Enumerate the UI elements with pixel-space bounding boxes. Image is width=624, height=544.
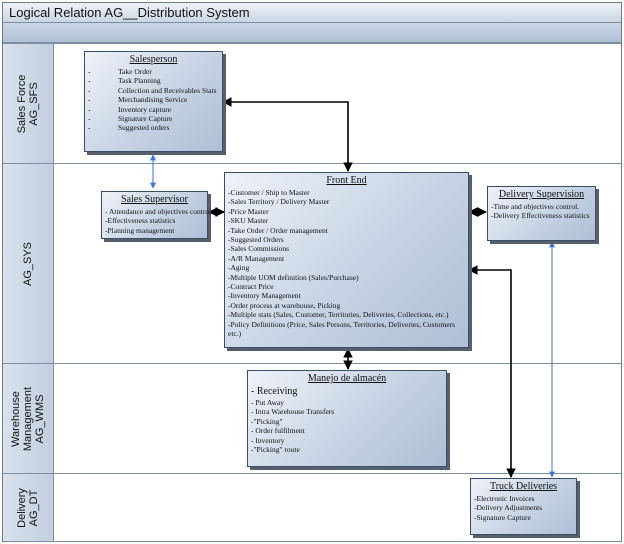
- list-item: -Contract Price: [228, 282, 274, 292]
- list-item: -Collection and Receivables Stats: [88, 85, 217, 95]
- list-item: -Signature Capture: [474, 512, 531, 522]
- list-item: -Delivery Effectiveness statistics: [491, 211, 590, 221]
- list-item: -Inventory Management: [228, 291, 301, 301]
- diagram-title: Logical Relation AG__Distribution System: [9, 5, 250, 20]
- list-item: -Customer / Ship to Master: [228, 188, 310, 197]
- lane-warehouse: Warehouse Management AG_WMS: [3, 363, 621, 473]
- list-item: - Attendance and objectives control.: [105, 207, 214, 216]
- list-item: -SKU Master: [228, 216, 269, 226]
- box-truck-deliveries: Truck Deliveries -Electronic Invoices -D…: [470, 478, 577, 535]
- box-title-salesperson: Salesperson: [129, 54, 178, 65]
- list-item: -Sales Territory / Delivery Master: [228, 197, 330, 207]
- list-item: -Task Planning: [88, 76, 161, 86]
- list-item: -"Picking" route: [251, 445, 300, 455]
- list-item: -Time and objectives control.: [491, 202, 580, 211]
- list-item: -Suggested orders: [88, 123, 170, 133]
- list-item: -Take Order / Order management: [228, 225, 328, 235]
- list-item: -"Picking": [251, 416, 283, 426]
- list-item: -Policy Definitions (Price, Sales Person…: [228, 319, 456, 339]
- list-item: -Planning management: [105, 225, 175, 235]
- box-warehouse: Manejo de almacén - Receiving - Put Away…: [247, 370, 447, 467]
- list-item: -Multiple stats (Sales, Customer, Territ…: [228, 310, 449, 320]
- list-item: - Inventory: [251, 435, 285, 445]
- header-band: [3, 23, 621, 43]
- list-item: -Sales Commissions: [228, 244, 290, 254]
- lane-sales-force: Sales Force AG_SFS: [3, 43, 621, 163]
- list-item: - Order fulfilment: [251, 426, 305, 436]
- box-sales-supervisor: Sales Supervisor - Attendance and object…: [101, 191, 214, 239]
- lane-label-delivery: Delivery AG_DT: [3, 474, 54, 541]
- list-item: -Merchandising Service: [88, 95, 188, 105]
- box-title-front-end: Front End: [326, 175, 367, 186]
- list-item: -Order process at warehouse, Picking: [228, 300, 341, 310]
- lane-label-ag-sys: AG_SYS: [3, 164, 54, 363]
- list-item: -Delivery Adjustments: [474, 503, 543, 513]
- box-title-sales-supervisor: Sales Supervisor: [121, 194, 188, 205]
- list-item: - Receiving: [251, 386, 298, 397]
- list-item: -Multiple UOM definition (Sales/Purchase…: [228, 272, 359, 282]
- list-item: -Take Order: [88, 67, 152, 76]
- list-item: -Aging: [228, 263, 250, 273]
- list-item: - Put Away: [251, 398, 285, 407]
- box-front-end: Front End -Customer / Ship to Master -Sa…: [224, 172, 469, 348]
- lane-ag-sys: AG_SYS: [3, 163, 621, 363]
- list-item: -Signature Capture: [88, 114, 173, 124]
- title-bar: Logical Relation AG__Distribution System: [3, 3, 621, 23]
- list-item: -Inventory capture: [88, 104, 172, 114]
- list-item: -Suggested Orders: [228, 235, 284, 245]
- lane-label-sales-force: Sales Force AG_SFS: [3, 44, 54, 163]
- box-title-warehouse: Manejo de almacén: [307, 373, 387, 384]
- box-salesperson: Salesperson -Take Order -Task Planning -…: [84, 51, 223, 152]
- box-delivery-supervision: Delivery Supervision -Time and objective…: [487, 186, 596, 241]
- list-item: -Effectiveness statistics: [105, 216, 176, 226]
- list-item: - Intra Warehouse Transfers: [251, 407, 335, 417]
- list-item: -A/R Management: [228, 253, 285, 263]
- box-title-truck-deliveries: Truck Deliveries: [489, 481, 558, 492]
- list-item: -Price Master: [228, 206, 269, 216]
- lane-label-warehouse: Warehouse Management AG_WMS: [3, 364, 54, 473]
- lane-delivery: Delivery AG_DT: [3, 473, 621, 542]
- list-item: -Electronic Invoices: [474, 494, 535, 503]
- box-title-delivery-supervision: Delivery Supervision: [498, 189, 585, 200]
